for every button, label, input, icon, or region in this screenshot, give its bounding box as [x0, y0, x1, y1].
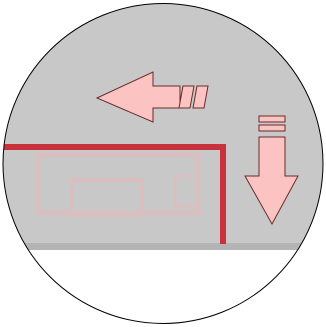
- lower-area: [0, 250, 326, 327]
- divider-line: [0, 243, 326, 250]
